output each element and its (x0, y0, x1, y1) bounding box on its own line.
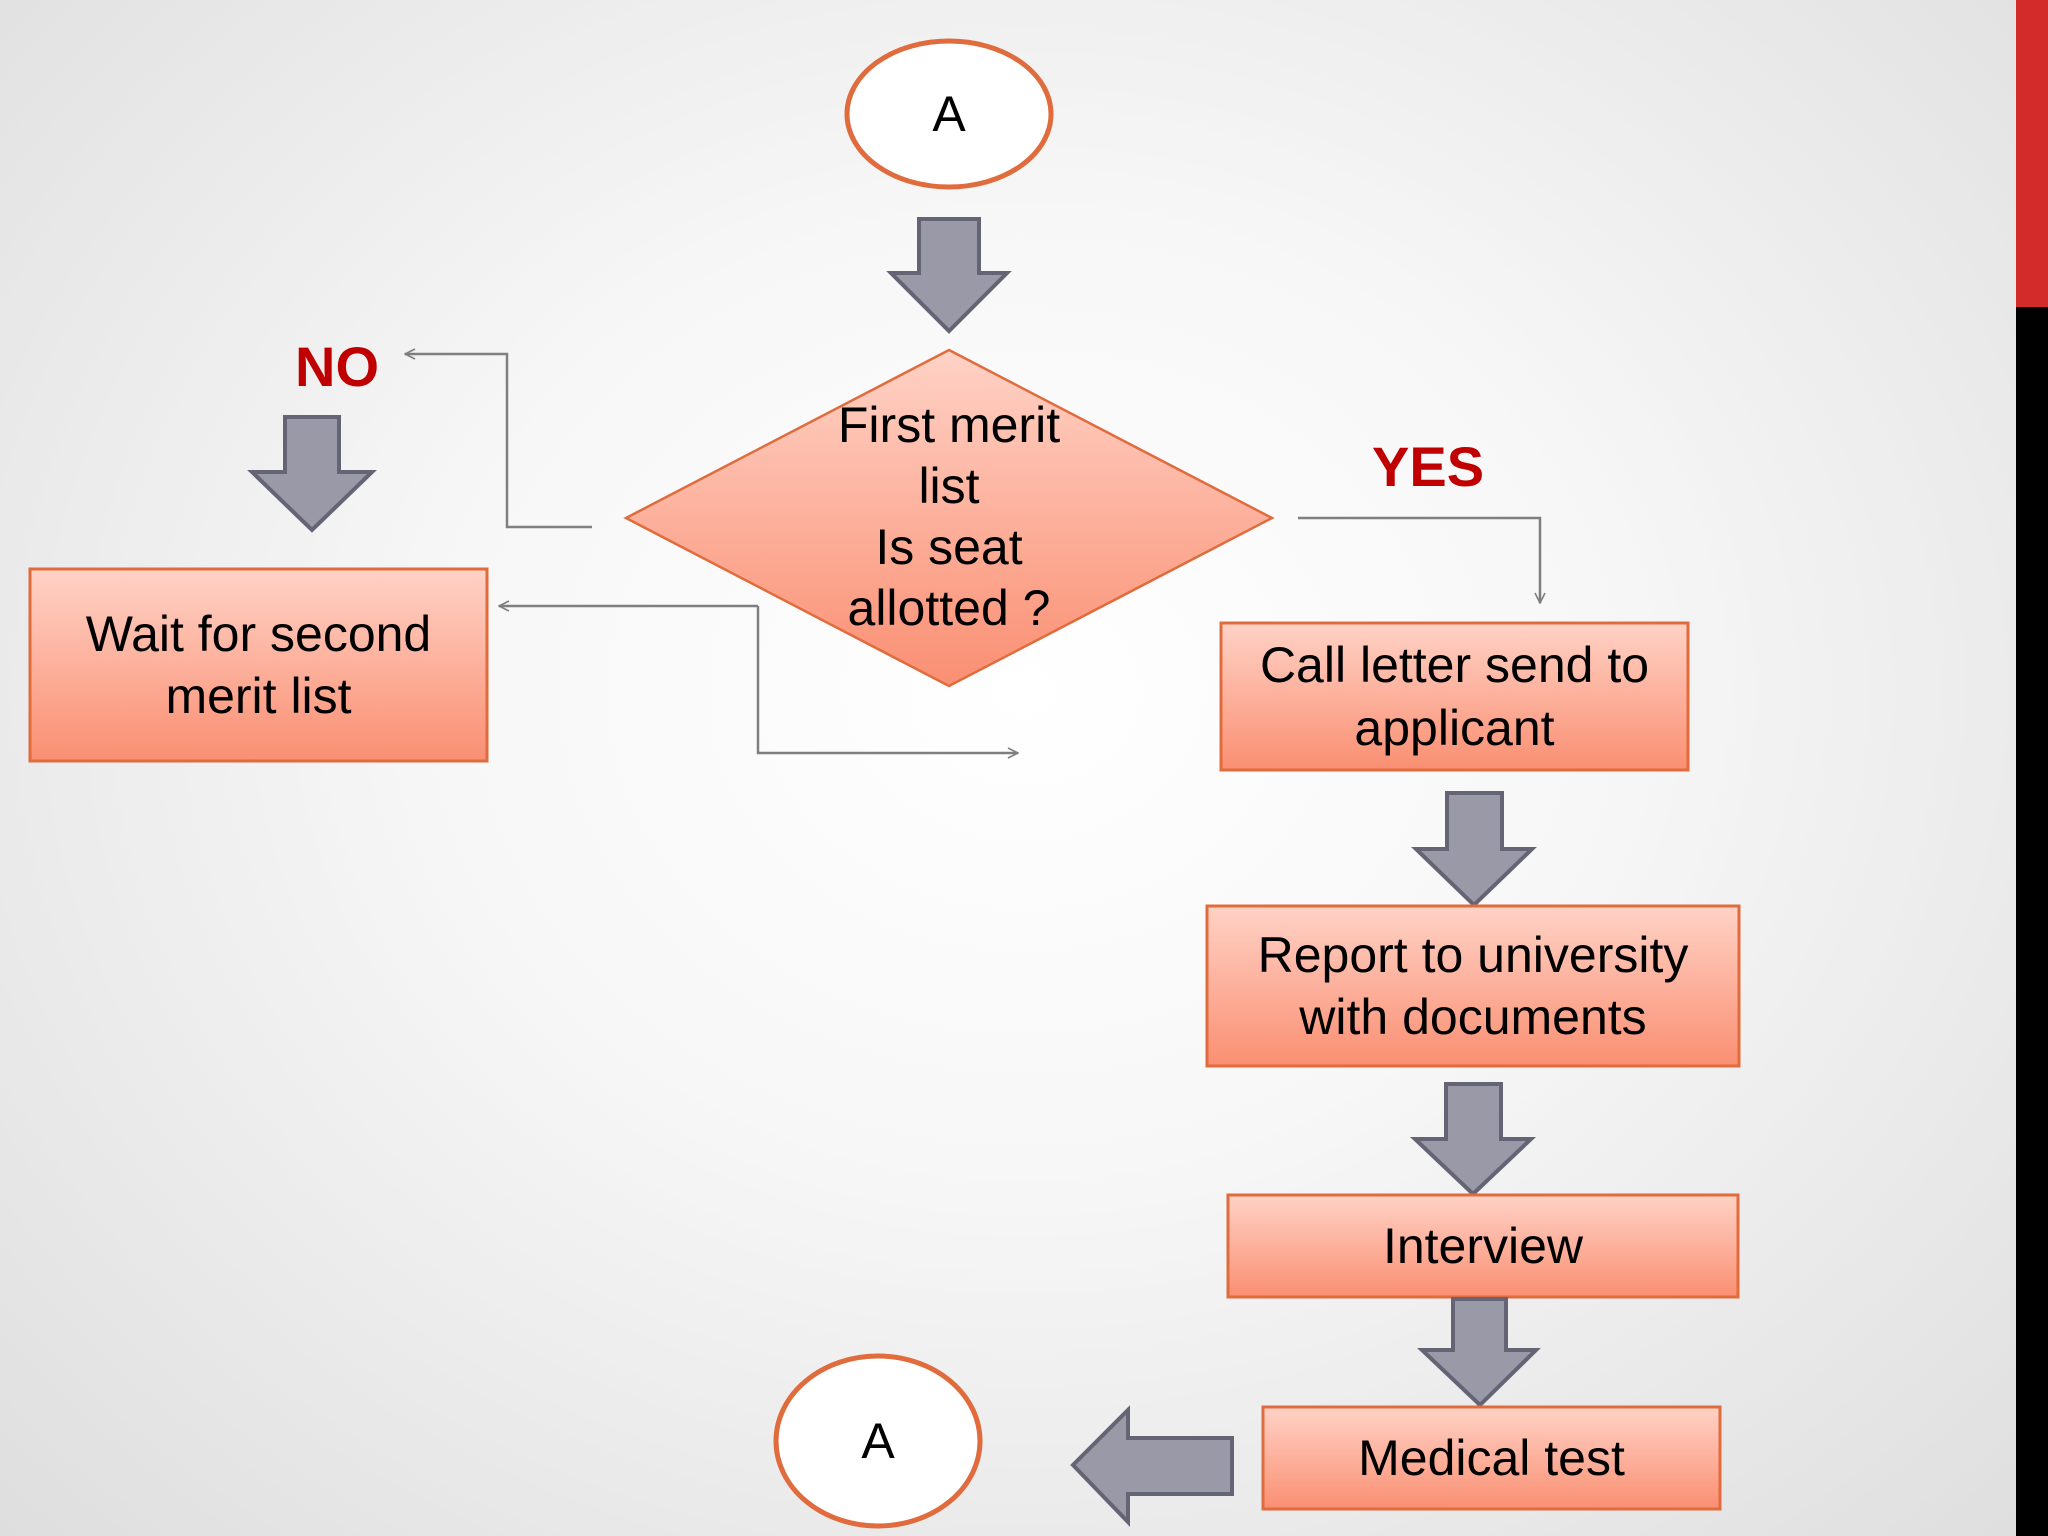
slide-side-bar-accent (2016, 0, 2048, 307)
block-arrow-down (1416, 1297, 1541, 1408)
connector-top-circle (844, 38, 1054, 190)
wait-box-label: Wait for second merit list (85, 605, 432, 725)
interview-box-rect (1226, 1193, 1740, 1299)
report-box-rect (1205, 904, 1741, 1068)
yes-label: YES (1372, 435, 1485, 498)
connector-top-label: A (932, 85, 966, 142)
decision-label: First merit list Is seat allotted ? (837, 397, 1061, 636)
block-arrow-down (1409, 1082, 1537, 1197)
medical-box-rect (1261, 1405, 1722, 1511)
wait-box-rect (28, 567, 489, 763)
decision-diamond (623, 348, 1275, 688)
loop-forward-connector (756, 606, 1018, 753)
call-letter-box-label: Call letter send to applicant (1259, 637, 1650, 756)
block-arrow-left (1070, 1405, 1234, 1527)
slide-side-bar (2016, 0, 2048, 1536)
interview-box-label: Interview (1382, 1217, 1584, 1274)
block-arrow-down (886, 217, 1012, 334)
block-arrow-down (1411, 791, 1537, 908)
report-box-label: Report to university with documents (1257, 926, 1689, 1046)
no-label: NO (295, 335, 379, 398)
connector-bottom-label: A (861, 1412, 895, 1469)
block-arrow-down (247, 415, 377, 533)
medical-box-label: Medical test (1358, 1429, 1625, 1486)
call-letter-box-rect (1219, 621, 1690, 772)
yes-branch-connector (1298, 516, 1540, 603)
no-branch-connector (405, 354, 592, 529)
connector-bottom-circle (773, 1353, 983, 1529)
